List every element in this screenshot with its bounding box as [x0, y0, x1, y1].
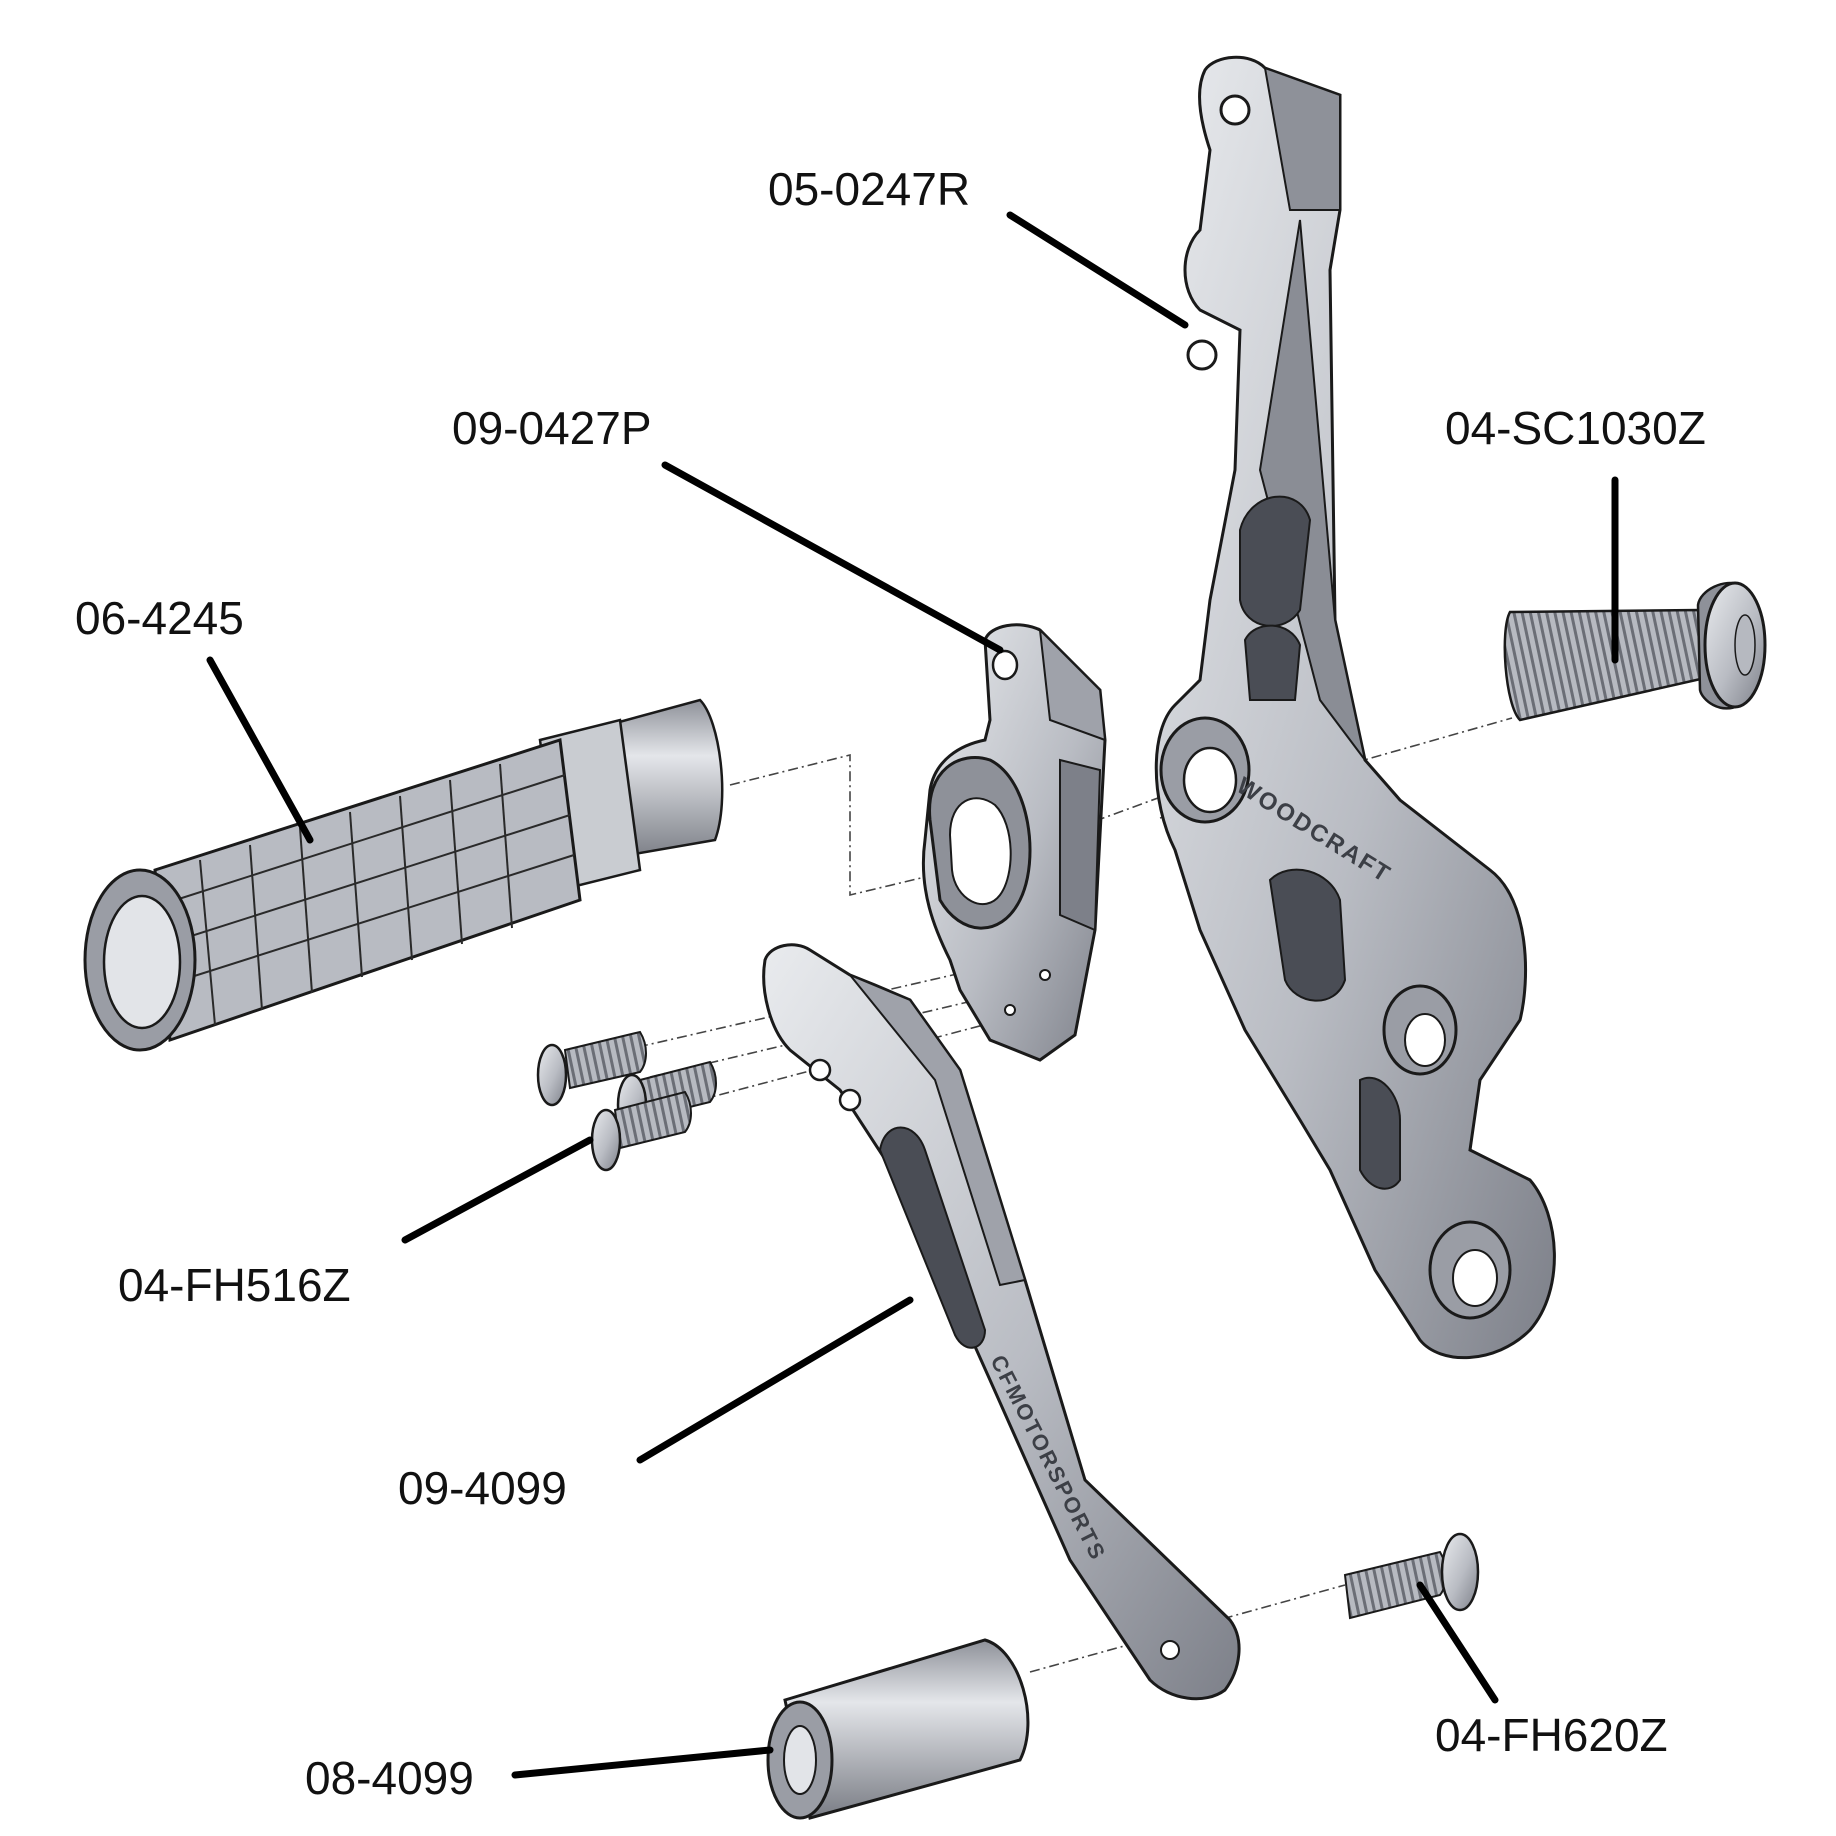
leader-bracket — [1006, 211, 1189, 329]
peg-knurl — [159, 763, 575, 1026]
leader-pivot — [661, 461, 1004, 654]
label-peg: 06-4245 — [75, 592, 244, 644]
screws-part — [536, 1030, 717, 1172]
label-tipscrew: 04-FH620Z — [1435, 1709, 1668, 1761]
bracket-part: WOODCRAFT — [1154, 55, 1556, 1360]
leader-lever — [636, 1296, 914, 1464]
bolt-part — [1503, 581, 1767, 722]
label-lever: 09-4099 — [398, 1462, 567, 1514]
screw-3 — [590, 1090, 692, 1172]
label-bracket: 05-0247R — [768, 163, 971, 215]
leader-tipscrew — [1416, 1581, 1499, 1704]
pivot-part — [921, 623, 1107, 1062]
spacer-part — [766, 1638, 1030, 1820]
screw-1 — [536, 1030, 647, 1107]
tipscrew-part — [1343, 1532, 1480, 1620]
leader-peg — [206, 656, 314, 844]
label-pivot: 09-0427P — [452, 402, 652, 454]
peg-part — [83, 698, 724, 1052]
label-screws: 04-FH516Z — [118, 1259, 351, 1311]
leader-lines — [206, 211, 1619, 1779]
leader-screws — [401, 1136, 594, 1244]
lever-part: CFMOTORSPORTS — [762, 943, 1241, 1701]
label-spacer: 08-4099 — [305, 1752, 474, 1804]
label-bolt: 04-SC1030Z — [1445, 402, 1706, 454]
leader-spacer — [511, 1746, 774, 1779]
